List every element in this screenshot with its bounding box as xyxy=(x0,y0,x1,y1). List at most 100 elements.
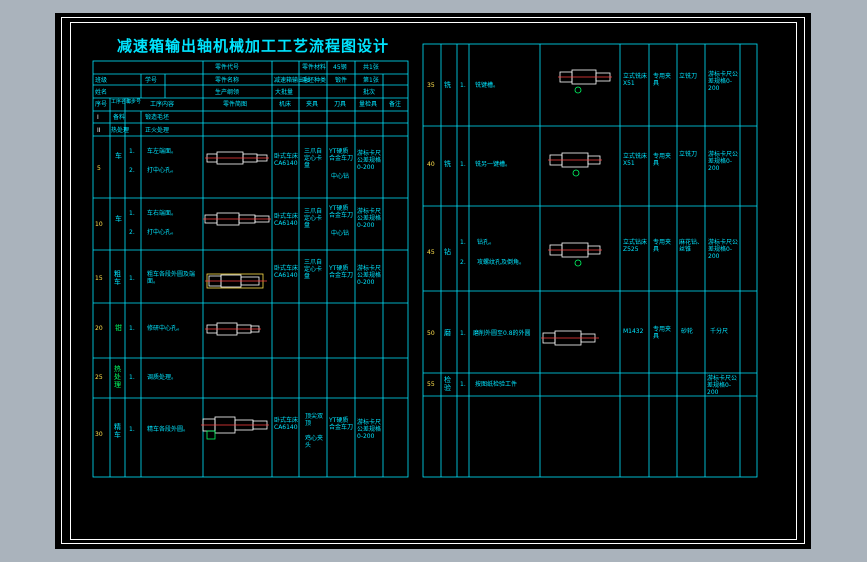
hdr-material: 零件材料 xyxy=(302,64,327,71)
op-fixture: 顶尖双顶 xyxy=(305,413,324,427)
op-content: 打中心孔。 xyxy=(147,229,178,236)
op-gauge: 游标卡尺公差规格0-200 xyxy=(357,208,382,229)
op-machine: M1432 xyxy=(623,328,644,335)
op-number: 55 xyxy=(427,381,435,388)
op-tool2: 中心钻 xyxy=(331,173,350,180)
op-content: 攻螺纹孔及倒角。 xyxy=(477,259,526,266)
op-step: 1. xyxy=(129,325,135,332)
op-machine: 卧式车床CA6140 xyxy=(274,417,299,431)
op-machine: 立式铣床X51 xyxy=(623,153,648,167)
hdr-name-label: 姓名 xyxy=(95,89,108,96)
op-gauge: 游标卡尺公差规格0-200 xyxy=(357,419,382,440)
op-tool: 砂轮 xyxy=(681,328,694,335)
col-machine: 机床 xyxy=(279,101,292,108)
op-number: 5 xyxy=(97,165,101,172)
op-gauge: 游标卡尺公差规格0-200 xyxy=(708,151,739,172)
op-tool: 立铣刀 xyxy=(679,73,698,80)
op-step: 1. xyxy=(460,239,466,246)
op-machine: 卧式车床CA6140 xyxy=(274,213,299,227)
pre-row-content: 正火处理 xyxy=(145,127,170,134)
op-number: 40 xyxy=(427,161,435,168)
hdr-material-value: 45钢 xyxy=(333,64,347,71)
op-step: 1. xyxy=(129,374,135,381)
shaft-sketch-op10 xyxy=(203,212,271,226)
col-remark: 备注 xyxy=(389,101,402,108)
op-gauge: 游标卡尺公差规格0-200 xyxy=(357,150,382,171)
op-content: 调质处理。 xyxy=(147,374,178,381)
pre-row-no: I xyxy=(97,114,99,121)
op-gauge: 游标卡尺公差规格0-200 xyxy=(357,265,382,286)
op-number: 20 xyxy=(95,325,103,332)
col-seq: 序号 xyxy=(95,101,108,108)
pre-row-name: 热处理 xyxy=(111,127,130,134)
op-step: 1. xyxy=(460,330,466,337)
hdr-production: 生产纲领 xyxy=(215,89,240,96)
op-content: 修研中心孔。 xyxy=(147,325,184,332)
op-step: 1. xyxy=(460,161,466,168)
op-step: 2. xyxy=(460,259,466,266)
op-content: 铣键槽。 xyxy=(475,82,500,89)
hdr-blank-type: 毛坯种类 xyxy=(302,77,327,84)
op-gauge: 游标卡尺公差规格0-200 xyxy=(708,71,739,92)
shaft-sketch-op15 xyxy=(205,273,267,289)
shaft-sketch-op20 xyxy=(205,322,261,336)
op-content: 精车各段外圆。 xyxy=(147,426,190,433)
op-tool: YT硬质合金车刀 xyxy=(329,417,354,431)
op-fixture2: 鸡心夹头 xyxy=(305,435,324,449)
shaft-sketch-op30 xyxy=(201,416,269,440)
op-fixture: 专用夹具 xyxy=(653,153,672,167)
op-content: 车右端面。 xyxy=(147,210,178,217)
shaft-sketch-op5 xyxy=(205,151,269,165)
op-tool: YT硬质合金车刀 xyxy=(329,148,354,162)
op-name: 热处理 xyxy=(114,365,121,389)
drawing-inner-frame xyxy=(70,22,797,540)
cad-drawing-canvas[interactable]: 减速箱输出轴机械加工工艺流程图设计 xyxy=(55,13,811,549)
op-name: 精车 xyxy=(114,423,121,439)
op-number: 35 xyxy=(427,82,435,89)
hdr-production-value: 大批量 xyxy=(275,89,294,96)
op-content: 磨削外圆至0.8的外圆 xyxy=(473,330,531,337)
hdr-part-code: 零件代号 xyxy=(215,64,240,71)
op-machine: 立式铣床X51 xyxy=(623,73,648,87)
op-fixture: 专用夹具 xyxy=(653,239,672,253)
col-fixture: 夹具 xyxy=(306,101,319,108)
col-step: 工步号 xyxy=(126,99,142,105)
drawing-title: 减速箱输出轴机械加工工艺流程图设计 xyxy=(116,37,389,55)
op-name: 铣 xyxy=(444,160,451,168)
op-tool: 麻花钻、丝锥 xyxy=(679,239,704,253)
op-content: 铣另一键槽。 xyxy=(475,161,512,168)
op-number: 25 xyxy=(95,374,103,381)
op-gauge: 游标卡尺公差规格0-200 xyxy=(707,375,738,396)
shaft-sketch-op45 xyxy=(548,242,602,267)
op-step: 1. xyxy=(129,426,135,433)
table-grid xyxy=(92,43,758,478)
op-content: 钻孔。 xyxy=(477,239,496,246)
hdr-blank-type-value: 锻件 xyxy=(335,77,348,84)
op-fixture: 三爪自定心卡盘 xyxy=(304,259,323,280)
op-number: 50 xyxy=(427,330,435,337)
op-name: 磨 xyxy=(444,329,451,337)
pre-row-name: 备料 xyxy=(113,114,126,121)
op-fixture: 三爪自定心卡盘 xyxy=(304,148,323,169)
op-tool2: 中心钻 xyxy=(331,230,350,237)
op-gauge: 游标卡尺公差规格0-200 xyxy=(708,239,739,260)
op-name: 钳 xyxy=(115,324,122,332)
op-machine: 卧式车床CA6140 xyxy=(274,265,299,279)
op-step: 1. xyxy=(129,275,135,282)
op-number: 45 xyxy=(427,249,435,256)
op-step: 1. xyxy=(460,381,466,388)
op-content: 打中心孔。 xyxy=(147,167,178,174)
op-name: 检验 xyxy=(444,376,451,392)
hdr-part-name: 零件名称 xyxy=(215,77,240,84)
col-sketch: 零件简图 xyxy=(223,101,248,108)
hdr-sheet-no: 第1张 xyxy=(363,77,379,84)
op-machine: 立式钻床Z525 xyxy=(623,239,648,253)
op-name: 钻 xyxy=(444,248,451,256)
op-step: 2. xyxy=(129,167,135,174)
op-name: 车 xyxy=(115,215,122,223)
pre-row-no: II xyxy=(97,127,101,134)
op-content: 车左端面。 xyxy=(147,148,178,155)
hdr-batch: 批次 xyxy=(363,89,376,96)
op-name: 铣 xyxy=(444,81,451,89)
op-gauge: 千分尺 xyxy=(710,328,729,335)
